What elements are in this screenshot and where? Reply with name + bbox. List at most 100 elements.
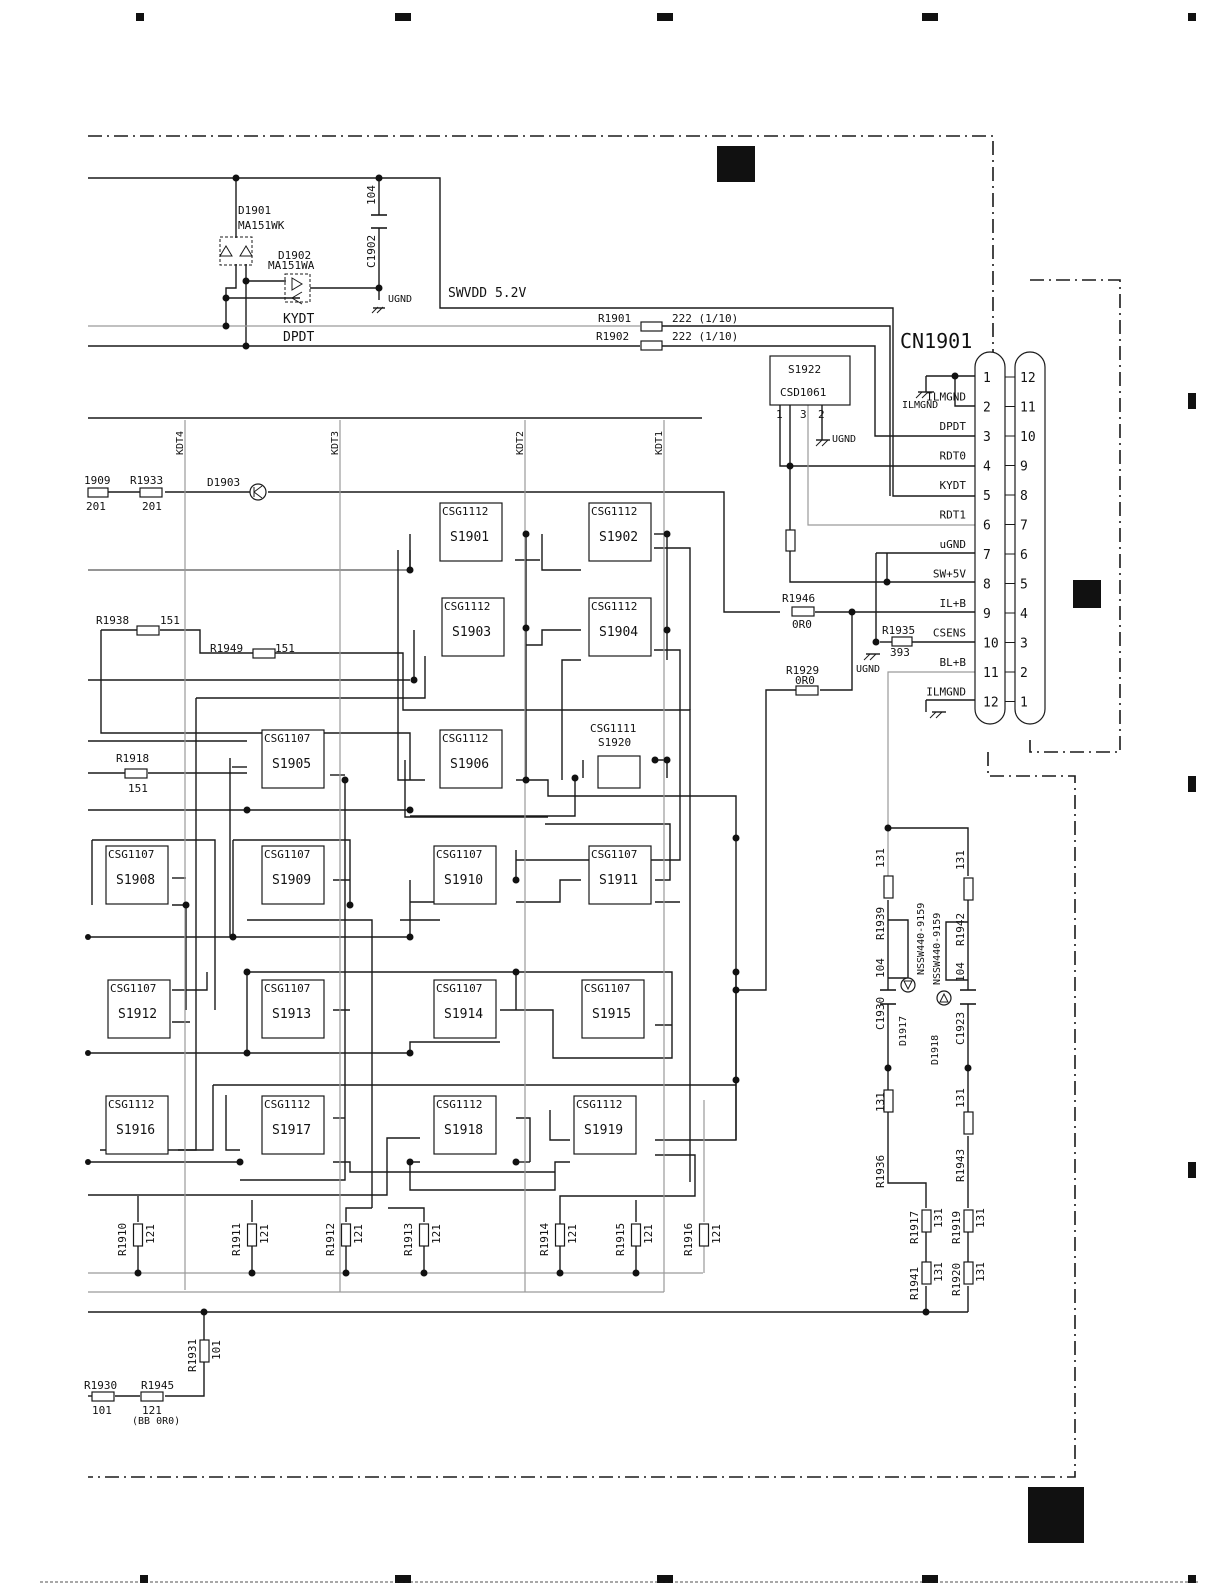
connector-pin-number: 11 [983, 666, 999, 681]
kdt-lines [88, 420, 665, 1293]
corner-block-top [717, 146, 755, 182]
r1902-ref: R1902 [596, 330, 629, 343]
resistor-r1917: R1917 131 [908, 1208, 945, 1244]
switch-part: CSG1107 [264, 848, 310, 861]
resistor-ref: R1913 [402, 1223, 415, 1256]
r1945-note: (BB 0R0) [132, 1416, 180, 1427]
switch-part: CSG1107 [436, 848, 482, 861]
connector-signal-label: RDT1 [940, 509, 967, 522]
r1919-value: 131 [974, 1208, 987, 1228]
resistor-ref: R1914 [538, 1223, 551, 1256]
resistor-value: 121 [352, 1224, 365, 1244]
r1931-value: 101 [210, 1340, 223, 1360]
switch-part: CSG1112 [591, 600, 637, 613]
switch-part: CSG1107 [584, 982, 630, 995]
switch-ref: S1915 [592, 1007, 631, 1022]
ugnd-label-3: UGND [856, 664, 880, 675]
connector-pin-number: 10 [983, 637, 999, 652]
diode-d1901: D1901 MA151WK [219, 204, 285, 266]
s1922-pin-c: 2 [818, 408, 825, 421]
c1930-value: 104 [874, 958, 887, 978]
resistor-r1901: R1901 222 (1/10) [598, 312, 738, 332]
switch-ref: S1911 [599, 873, 638, 888]
r1936-ref: R1936 [874, 1155, 887, 1188]
sensor-s1922: S1922 CSD1061 1 3 2 UGND [769, 355, 856, 552]
d1901-part: MA151WK [238, 219, 285, 232]
ugnd-label-2: UGND [832, 434, 856, 445]
connector-pin-mate-number: 6 [1020, 548, 1028, 563]
resistor-r1946: R1946 0R0 [782, 592, 815, 631]
r1929-ref: R1929 [786, 664, 819, 677]
connector-pin-number: 1 [983, 371, 991, 386]
r1941-ref: R1941 [908, 1267, 921, 1300]
resistor-ref: R1911 [230, 1223, 243, 1256]
switch-part: CSG1107 [591, 848, 637, 861]
r1942-value: 131 [954, 850, 967, 870]
switch-part: CSG1112 [108, 1098, 154, 1111]
c1930-ref: C1930 [874, 997, 887, 1030]
connector-pin-number: 9 [983, 607, 991, 622]
switch-ref: S1920 [598, 736, 631, 749]
c1902-ref: C1902 [365, 235, 378, 268]
resistor-r1918: R1918 151 [116, 752, 149, 795]
connector-pin-number: 5 [983, 489, 991, 504]
resistor-r1935: R1935 393 [882, 624, 915, 659]
r1930-value: 101 [92, 1404, 112, 1417]
switch-ref: S1918 [444, 1123, 483, 1138]
r1918-ref: R1918 [116, 752, 149, 765]
r1938-value: 151 [160, 614, 180, 627]
switch-ref: S1910 [444, 873, 483, 888]
switch-part: CSG1107 [110, 982, 156, 995]
kdt3-label: KDT3 [330, 431, 341, 455]
switch-part: CSG1112 [442, 505, 488, 518]
resistor-r1942: R1942 131 [954, 850, 974, 946]
resistor-r1909: 1909 201 [84, 474, 111, 513]
switch-part: CSG1107 [264, 982, 310, 995]
resistor-r1949: R1949 151 [210, 642, 295, 659]
capacitor-c1930: C1930 104 [874, 958, 896, 1030]
switch-ref: S1901 [450, 530, 489, 545]
resistor-r1920: R1920 131 [950, 1261, 987, 1296]
c1923-ref: C1923 [954, 1012, 967, 1045]
connector-pin-number: 4 [983, 460, 991, 475]
connector-signal-label: DPDT [940, 420, 967, 433]
switch-ref: S1917 [272, 1123, 311, 1138]
resistor-r1943: R1943 131 [954, 1088, 974, 1182]
r1901-value: 222 (1/10) [672, 312, 738, 325]
switch-matrix: CSG1112S1901CSG1112S1902CSG1112S1903CSG1… [105, 502, 652, 1155]
s1922-part: CSD1061 [780, 386, 826, 399]
led-d1917: D1917 NSSW440-9159 [888, 903, 927, 1046]
board-outline [88, 135, 1121, 1478]
switch-part: CSG1112 [576, 1098, 622, 1111]
switch-ref: S1904 [599, 625, 638, 640]
resistor-value: 121 [430, 1224, 443, 1244]
resistor-r1931: R1931 101 [186, 1339, 223, 1372]
switch-part: CSG1112 [591, 505, 637, 518]
switch-part: CSG1112 [442, 732, 488, 745]
cn1901-ref: CN1901 [900, 329, 972, 353]
connector-signal-label: BL+B [940, 656, 967, 669]
r1945-value: 121 [142, 1404, 162, 1417]
capacitor-c1923: C1923 104 [954, 962, 976, 1045]
connector-pin-mate-number: 2 [1020, 666, 1028, 681]
swvdd-label: SWVDD 5.2V [448, 286, 526, 301]
junctions [85, 174, 972, 1316]
resistor-r1936: R1936 131 [874, 1089, 894, 1188]
r1949-ref: R1949 [210, 642, 243, 655]
